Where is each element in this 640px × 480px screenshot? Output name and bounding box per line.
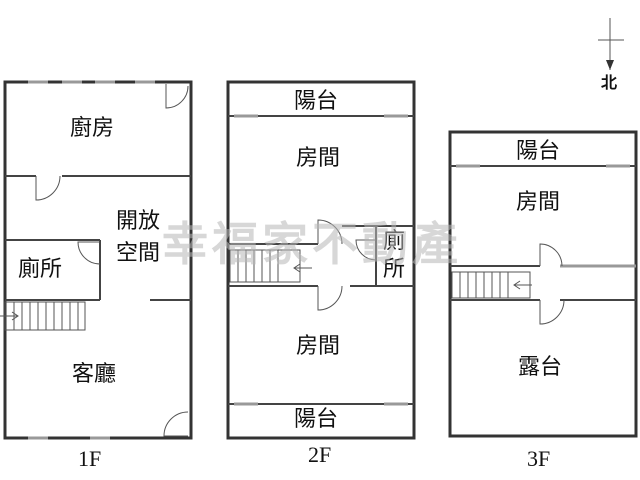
staircase	[0, 301, 86, 331]
room-label-balcony-3f: 陽台	[516, 139, 560, 164]
door-arc	[317, 219, 343, 245]
door-arc	[539, 299, 565, 325]
staircase	[229, 249, 312, 283]
floor-2f	[226, 80, 416, 440]
room-label-balcony-2f-top: 陽台	[294, 89, 338, 114]
room-label-room-3f: 房間	[516, 190, 560, 215]
door-arc	[77, 241, 101, 265]
room-label-toilet-1f: 廁所	[18, 257, 62, 282]
room-label-living-room: 客廳	[72, 362, 116, 387]
floor-2f-outline	[226, 80, 416, 440]
room-label-open-space-2: 空間	[116, 241, 160, 266]
floor-3f-outline	[448, 130, 638, 438]
watermark-text: 幸福家不動產	[162, 217, 462, 271]
compass: 北	[598, 18, 624, 92]
room-label-terrace-3f: 露台	[518, 355, 562, 380]
door-arc	[317, 285, 343, 311]
door-arc	[163, 411, 189, 437]
room-label-open-space-1: 開放	[116, 209, 160, 234]
door-arc	[355, 239, 377, 261]
compass-label: 北	[601, 74, 617, 92]
room-label-kitchen: 廚房	[70, 116, 114, 141]
door-arc	[35, 175, 61, 201]
compass-arrow-icon	[606, 60, 614, 70]
door-arc	[165, 84, 189, 109]
staircase	[451, 271, 532, 299]
floor-label-3f: 3F	[527, 446, 550, 471]
floor-label-1f: 1F	[78, 446, 101, 471]
room-label-room-2f-top: 房間	[296, 146, 340, 171]
floor-3f	[448, 130, 638, 438]
room-label-balcony-2f-bottom: 陽台	[294, 407, 338, 432]
door-arc	[539, 243, 563, 267]
room-label-toilet-2f-2: 所	[383, 257, 405, 282]
floor-label-2f: 2F	[308, 442, 331, 467]
floor-1f	[0, 80, 193, 440]
room-label-room-2f-bottom: 房間	[296, 334, 340, 359]
room-label-toilet-2f-1: 廁	[383, 229, 405, 254]
